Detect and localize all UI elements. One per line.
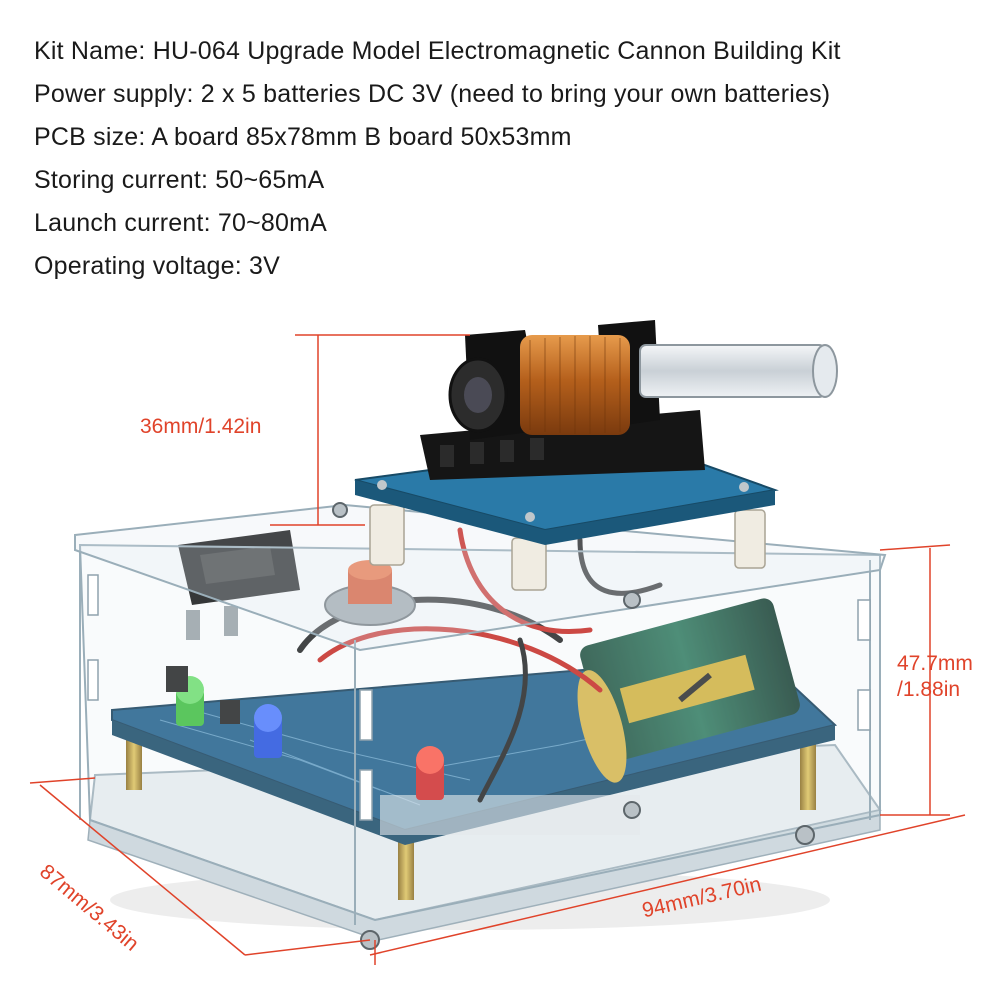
glass-barrel — [639, 344, 838, 398]
dimension-lines — [29, 334, 966, 965]
dimension-coil-height: 36mm/1.42in — [140, 415, 262, 438]
dimension-box-height-2: /1.88in — [897, 678, 961, 701]
power-switch — [178, 530, 300, 640]
acrylic-enclosure — [74, 503, 887, 925]
spec-kit-name: Kit Name: HU-064 Upgrade Model Electroma… — [34, 37, 841, 65]
spec-launch-current: Launch current: 70~80mA — [34, 209, 327, 237]
brass-standoffs — [126, 730, 816, 900]
wires — [297, 527, 663, 803]
copper-coil — [448, 335, 630, 435]
acrylic-tabs — [87, 574, 871, 821]
blue-led — [254, 704, 282, 758]
dimension-box-height-1: 47.7mm — [897, 652, 973, 675]
fire-button — [324, 560, 416, 626]
spec-storing-current: Storing current: 50~65mA — [34, 166, 325, 194]
red-led — [416, 746, 444, 800]
electrolytic-capacitor — [577, 598, 800, 783]
spec-power-supply: Power supply: 2 x 5 batteries DC 3V (nee… — [34, 80, 831, 108]
spec-list: Kit Name: HU-064 Upgrade Model Electroma… — [34, 30, 984, 288]
transistor — [166, 666, 240, 724]
spec-pcb-size: PCB size: A board 85x78mm B board 50x53m… — [34, 123, 572, 151]
spec-operating-voltage: Operating voltage: 3V — [34, 252, 281, 280]
